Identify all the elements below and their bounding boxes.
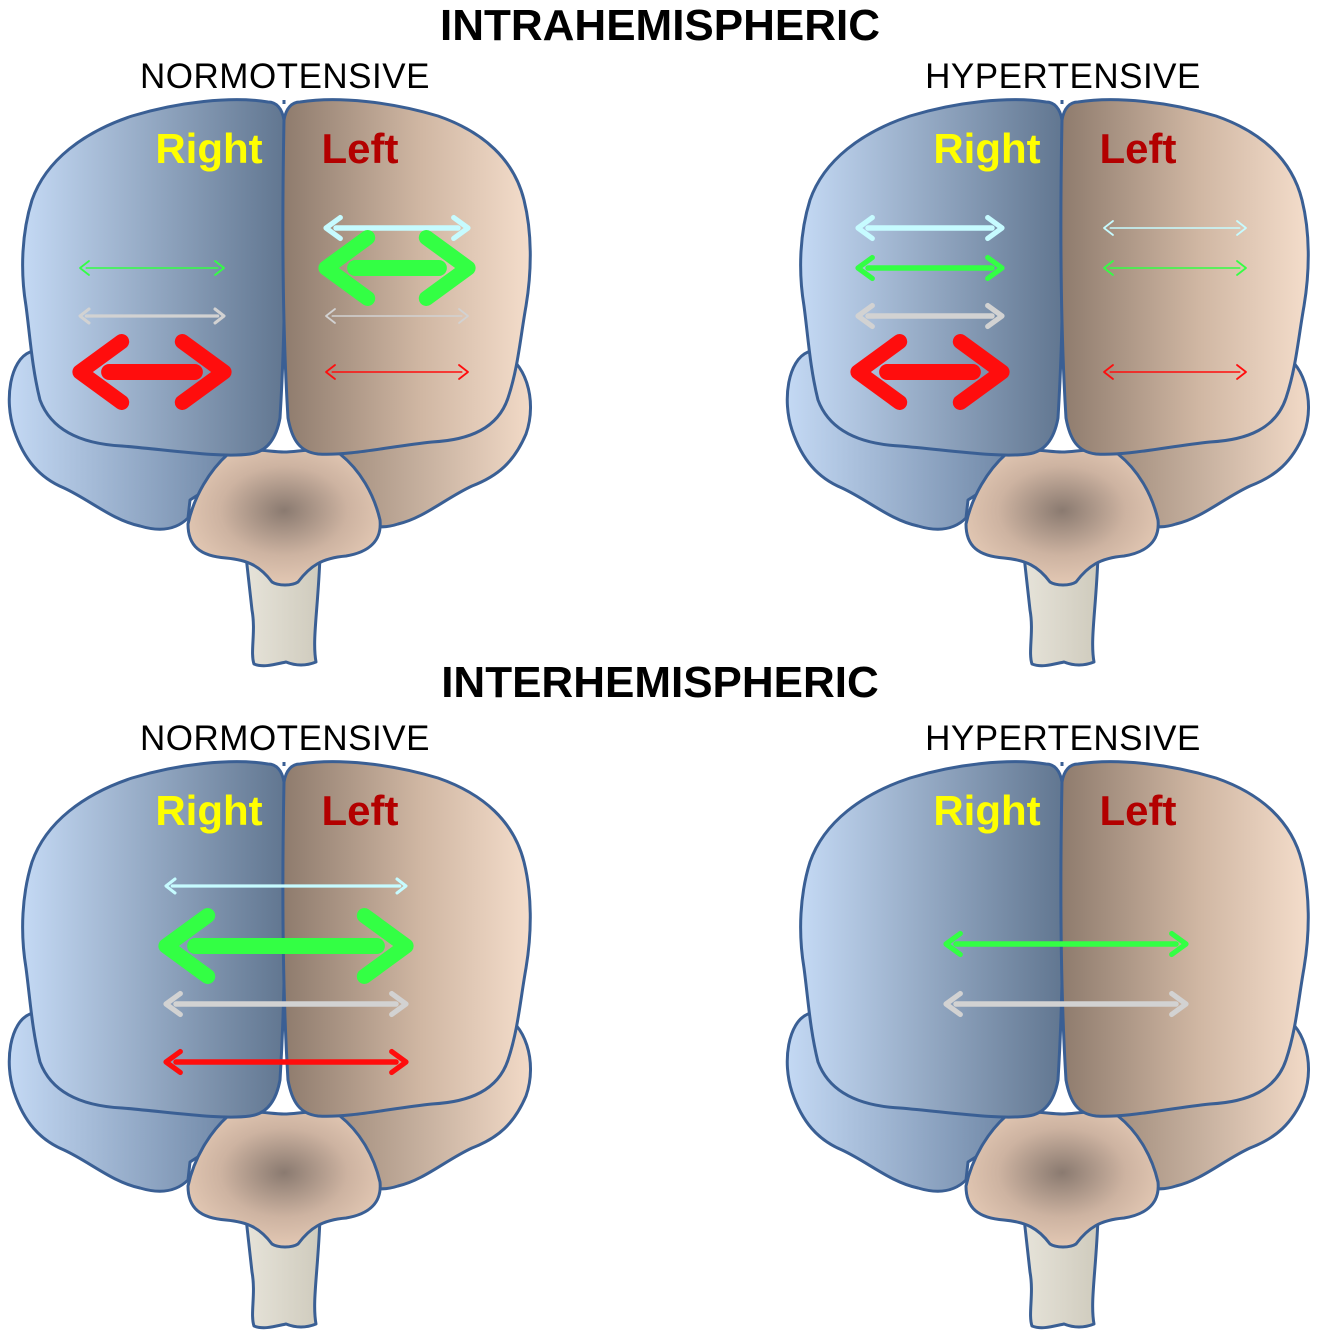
- right-hemisphere-arrow-3-intra-normotensive: [78, 307, 226, 325]
- left-hemisphere-label-intra-normotensive: Left: [322, 125, 399, 172]
- right-hemisphere-arrow-4-intra-hypertensive: [850, 334, 1010, 410]
- left-hemisphere-arrow-2-intra-normotensive: [318, 230, 476, 306]
- section-title-interhemispheric: INTERHEMISPHERIC: [441, 658, 879, 707]
- left-cerebrum-intra-normotensive: [281, 98, 532, 456]
- left-hemisphere-label-inter-normotensive: Left: [322, 787, 399, 834]
- section-interhemispheric: INTERHEMISPHERIC NORMOTENSIVE Right Left H…: [7, 658, 1311, 1330]
- left-cerebrum-inter-hypertensive: [1059, 760, 1310, 1118]
- spinal-cord-intra-normotensive: [244, 554, 322, 668]
- right-hemisphere-label-intra-hypertensive: Right: [933, 125, 1040, 172]
- left-hemisphere-arrow-1-intra-normotensive: [323, 214, 471, 242]
- left-hemisphere-arrow-1-intra-hypertensive: [1103, 220, 1247, 236]
- section-intrahemispheric: INTRAHEMISPHERIC NORMOTENSIVE Right Left H…: [7, 1, 1311, 668]
- brain-illustration-inter-normotensive: [7, 760, 533, 1330]
- right-hemisphere-arrow-1-intra-hypertensive: [855, 214, 1005, 242]
- left-hemisphere-label-intra-hypertensive: Left: [1100, 125, 1177, 172]
- right-hemisphere-arrow-4-intra-normotensive: [72, 334, 232, 410]
- brainstem-inter-hypertensive: [964, 1110, 1160, 1249]
- right-hemisphere-arrow-2-intra-normotensive: [79, 260, 225, 276]
- brain-illustration-inter-hypertensive: [785, 760, 1311, 1330]
- panel-inter-normotensive: NORMOTENSIVE Right Left: [7, 719, 533, 1330]
- interhemispheric-arrow-3-inter-normotensive: [163, 990, 409, 1018]
- brain-illustration-intra-hypertensive: [785, 98, 1311, 668]
- spinal-cord-inter-hypertensive: [1022, 1216, 1100, 1330]
- interhemispheric-arrow-4-inter-normotensive: [163, 1048, 409, 1076]
- right-hemisphere-label-inter-normotensive: Right: [155, 787, 262, 834]
- left-hemisphere-arrow-4-intra-hypertensive: [1103, 364, 1247, 380]
- brainstem-intra-normotensive: [186, 448, 382, 587]
- connection-arrows-intra-normotensive: [72, 214, 476, 410]
- left-hemisphere-label-inter-hypertensive: Left: [1100, 787, 1177, 834]
- interhemispheric-arrow-1-inter-normotensive: [164, 877, 408, 895]
- condition-label-inter-hypertensive: HYPERTENSIVE: [925, 719, 1201, 758]
- left-hemisphere-arrow-2-intra-hypertensive: [1103, 260, 1247, 276]
- condition-label-inter-normotensive: NORMOTENSIVE: [140, 719, 430, 758]
- interhemispheric-arrow-2-inter-normotensive: [158, 908, 414, 984]
- connection-arrows-inter-hypertensive: [943, 930, 1189, 1018]
- spinal-cord-inter-normotensive: [244, 1216, 322, 1330]
- connection-arrows-inter-normotensive: [158, 877, 414, 1076]
- panel-intra-hypertensive: HYPERTENSIVE Right Left: [785, 57, 1311, 668]
- left-hemisphere-arrow-4-intra-normotensive: [325, 364, 469, 380]
- interhemispheric-arrow-2-inter-hypertensive: [943, 930, 1189, 958]
- right-hemisphere-label-intra-normotensive: Right: [155, 125, 262, 172]
- section-title-intrahemispheric: INTRAHEMISPHERIC: [440, 1, 880, 50]
- panel-inter-hypertensive: HYPERTENSIVE Right Left: [785, 719, 1311, 1330]
- condition-label-intra-normotensive: NORMOTENSIVE: [140, 57, 430, 96]
- connection-arrows-intra-hypertensive: [850, 214, 1247, 410]
- right-hemisphere-arrow-3-intra-hypertensive: [855, 302, 1005, 330]
- right-hemisphere-arrow-2-intra-hypertensive: [855, 254, 1005, 282]
- brainstem-inter-normotensive: [186, 1110, 382, 1249]
- brainstem-intra-hypertensive: [964, 448, 1160, 587]
- interhemispheric-arrow-3-inter-hypertensive: [943, 990, 1189, 1018]
- panel-intra-normotensive: NORMOTENSIVE Right Left: [7, 57, 533, 668]
- right-hemisphere-label-inter-hypertensive: Right: [933, 787, 1040, 834]
- left-hemisphere-arrow-3-intra-normotensive: [325, 308, 469, 324]
- condition-label-intra-hypertensive: HYPERTENSIVE: [925, 57, 1201, 96]
- left-cerebrum-intra-hypertensive: [1059, 98, 1310, 456]
- spinal-cord-intra-hypertensive: [1022, 554, 1100, 668]
